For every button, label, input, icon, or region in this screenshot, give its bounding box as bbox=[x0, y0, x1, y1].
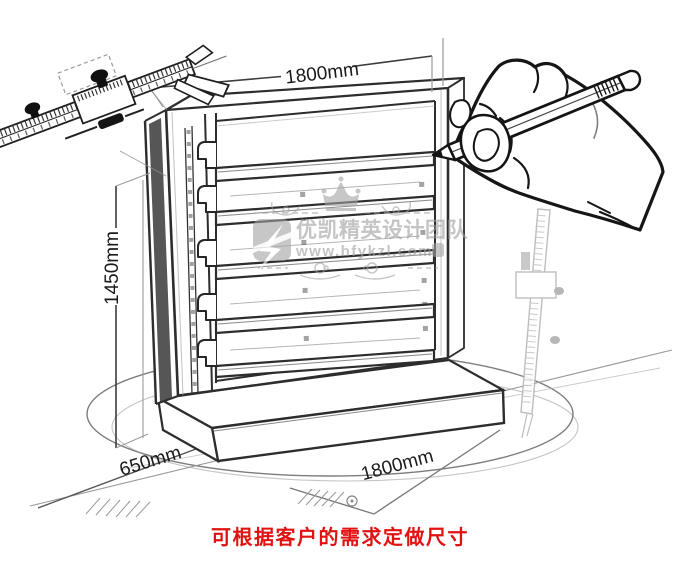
pencil-ferrule bbox=[593, 77, 619, 99]
shelf-boards bbox=[214, 150, 436, 379]
caliper-scale-ticks bbox=[0, 59, 190, 143]
compass-point-mark bbox=[346, 495, 358, 507]
shelf-base-sketch bbox=[154, 358, 507, 464]
pencil-eraser bbox=[616, 69, 642, 92]
five-tier-display-shelf-sketch bbox=[143, 76, 466, 405]
brand-logo-mark bbox=[253, 219, 291, 272]
dimension-label-top-width: 1800mm bbox=[284, 59, 360, 89]
watermark: 优凯精英设计团队 www.hfykzl.com bbox=[253, 176, 468, 280]
flourish-ornaments bbox=[258, 201, 438, 280]
hand-holding-pencil-sketch bbox=[431, 58, 665, 232]
hatch-marks-left bbox=[85, 497, 151, 518]
slot-track bbox=[186, 129, 197, 393]
dimension-lines bbox=[115, 38, 444, 449]
pencil-tip bbox=[431, 143, 457, 162]
thumbnail bbox=[472, 128, 500, 162]
ruler-slider bbox=[515, 271, 557, 299]
caliper-jaw bbox=[182, 73, 231, 98]
crown-ornament bbox=[321, 176, 361, 211]
watermark-url-text: www.hfykzl.com bbox=[295, 243, 433, 260]
mini-logo-mark bbox=[432, 243, 444, 257]
shelf-bracket-hooks bbox=[197, 141, 216, 367]
board-shading-lines bbox=[217, 155, 433, 371]
vertical-ruler-sketch bbox=[515, 208, 564, 439]
hatch-marks-center bbox=[297, 488, 345, 508]
watermark-brand-text: 优凯精英设计团队 bbox=[296, 218, 468, 242]
customization-note: 可根据客户的需求定做尺寸 bbox=[211, 527, 469, 549]
dimension-label-height: 1450mm bbox=[102, 231, 123, 305]
caliper-lock-screw bbox=[90, 69, 108, 83]
vernier-caliper-sketch bbox=[0, 44, 231, 154]
